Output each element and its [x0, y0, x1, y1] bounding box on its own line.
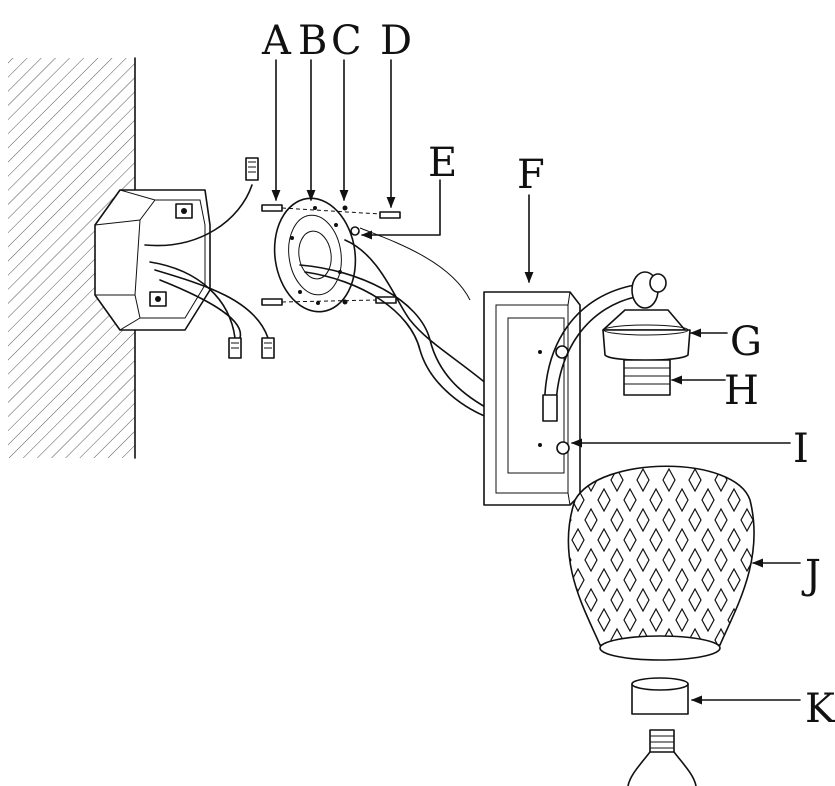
shade-diamond: [740, 627, 754, 645]
shade-diamond: [714, 507, 728, 533]
shade-diamond: [623, 607, 637, 633]
label-a: A: [261, 18, 292, 64]
shade-diamond: [584, 587, 598, 613]
shade-diamond: [780, 569, 792, 591]
label-i: I: [793, 426, 809, 472]
light-bulb: [627, 729, 697, 786]
junction-box: [94, 189, 211, 331]
shade-diamond: [714, 547, 728, 573]
shade-diamond: [571, 567, 585, 593]
shade-diamond: [701, 567, 715, 593]
shade-diamond: [753, 567, 755, 593]
label-k: K: [805, 686, 835, 732]
shade-diamond: [688, 587, 702, 613]
shade-diamond: [610, 507, 624, 533]
lamp-arm: [542, 271, 667, 422]
shade-diamond: [662, 467, 676, 493]
shade-diamond: [767, 549, 779, 571]
glass-shade: [567, 465, 792, 661]
shade-diamond: [662, 507, 676, 533]
shade-diamond: [675, 487, 689, 513]
shade-diamond: [675, 527, 689, 553]
label-c: C: [331, 18, 362, 64]
shade-diamond: [688, 507, 702, 533]
shade-diamond: [727, 567, 741, 593]
shade-diamond: [636, 547, 650, 573]
shade-diamond: [727, 487, 741, 513]
shade-diamond: [571, 527, 585, 553]
shade-diamond: [610, 467, 624, 493]
shade-diamond: [623, 527, 637, 553]
shade-diamond: [623, 487, 637, 513]
shade-diamond: [649, 527, 663, 553]
label-j: J: [801, 552, 821, 598]
shade-diamond: [701, 527, 715, 553]
supply-wires: [144, 157, 275, 359]
shade-diamond: [780, 489, 792, 511]
shade-diamond: [780, 529, 792, 551]
shade-diamond: [740, 507, 754, 533]
shade-diamond: [662, 547, 676, 573]
socket-cap: [602, 309, 691, 362]
shade-diamond-pattern: [568, 467, 792, 651]
shade-diamond: [623, 567, 637, 593]
label-g: G: [730, 319, 762, 365]
shade-diamond: [649, 567, 663, 593]
fixture-wires: [299, 227, 501, 421]
shade-diamond: [767, 469, 779, 491]
backplate: [483, 291, 581, 506]
shade-diamond: [740, 547, 754, 573]
shade-diamond: [597, 527, 611, 553]
shade-diamond: [636, 467, 650, 493]
label-h: H: [724, 368, 759, 414]
shade-diamond: [568, 627, 572, 645]
shade-diamond: [649, 607, 663, 633]
label-b: B: [298, 18, 327, 64]
shade-diamond: [597, 487, 611, 513]
shade-diamond: [753, 607, 755, 633]
shade-ring: [631, 677, 689, 715]
label-f: F: [517, 152, 545, 198]
shade-diamond: [597, 607, 611, 633]
shade-diamond: [767, 589, 779, 611]
shade-diamond: [662, 587, 676, 613]
shade-diamond: [597, 567, 611, 593]
shade-diamond: [714, 587, 728, 613]
screws: [261, 204, 401, 306]
shade-diamond: [636, 507, 650, 533]
socket: [623, 359, 671, 396]
shade-diamond: [675, 607, 689, 633]
shade-diamond: [571, 607, 585, 633]
shade-diamond: [584, 547, 598, 573]
shade-diamond: [688, 627, 702, 645]
shade-diamond: [701, 607, 715, 633]
shade-diamond: [610, 547, 624, 573]
shade-diamond: [753, 487, 755, 513]
shade-diamond: [610, 587, 624, 613]
shade-diamond: [767, 629, 779, 651]
label-d: D: [380, 18, 412, 64]
shade-diamond: [701, 487, 715, 513]
callout-lines: [271, 59, 801, 705]
label-e: E: [428, 140, 457, 186]
shade-diamond: [767, 509, 779, 531]
shade-diamond: [688, 547, 702, 573]
shade-diamond: [568, 587, 572, 613]
shade-diamond: [688, 467, 702, 493]
shade-diamond: [584, 507, 598, 533]
shade-diamond: [610, 627, 624, 645]
shade-diamond: [636, 587, 650, 613]
shade-diamond: [675, 567, 689, 593]
shade-diamond: [727, 527, 741, 553]
shade-diamond: [753, 527, 755, 553]
part-labels: A B C D E F G H I J K: [261, 18, 835, 732]
shade-diamond: [649, 487, 663, 513]
shade-diamond: [780, 609, 792, 631]
